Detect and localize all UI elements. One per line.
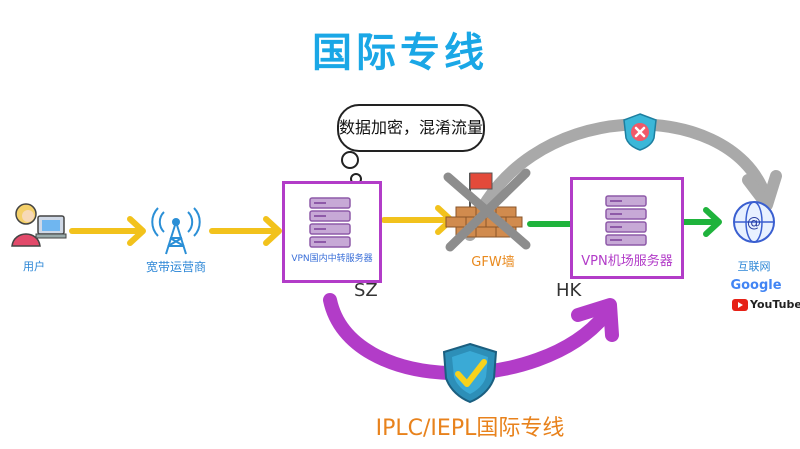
youtube-logo: YouTube xyxy=(732,298,800,314)
page-title: 国际专线 xyxy=(312,30,488,76)
gfw-label: GFW墙 xyxy=(471,255,515,270)
domestic-server-label: VPN国内中转服务器 xyxy=(291,254,373,264)
antenna-icon xyxy=(151,207,201,255)
hk-server-label: VPN机场服务器 xyxy=(581,254,673,269)
yellow-arrow-user-isp xyxy=(69,216,146,246)
thought-bubble: 数据加密，混淆流量 xyxy=(337,104,485,152)
iplc-line-label: IPLC/IEPL国际专线 xyxy=(375,416,565,441)
iplc-line-arrowhead xyxy=(571,298,619,342)
svg-text:@: @ xyxy=(747,215,761,231)
shield-check-icon xyxy=(442,342,498,404)
blocked-x-icon xyxy=(623,113,657,151)
youtube-text: YouTube xyxy=(750,298,800,311)
user-icon xyxy=(11,203,67,247)
gfw-wall-group xyxy=(443,168,531,252)
globe-icon: @ xyxy=(733,201,775,243)
server-icon xyxy=(309,197,351,248)
youtube-icon xyxy=(732,299,748,311)
blocked-direct-path xyxy=(464,118,771,241)
internet-label: 互联网 xyxy=(737,260,771,273)
user-label: 用户 xyxy=(23,260,45,273)
google-logo: Google xyxy=(730,278,782,293)
isp-label: 宽带运营商 xyxy=(145,260,206,274)
yellow-arrow-isp-server xyxy=(209,216,282,246)
blocked-x-icon xyxy=(443,168,531,252)
blocked-direct-arrowhead xyxy=(742,170,782,211)
bubble-tail-dot xyxy=(341,151,359,169)
hk-label: HK xyxy=(556,280,582,301)
server-icon xyxy=(605,195,647,246)
sz-label: SZ xyxy=(354,280,378,301)
